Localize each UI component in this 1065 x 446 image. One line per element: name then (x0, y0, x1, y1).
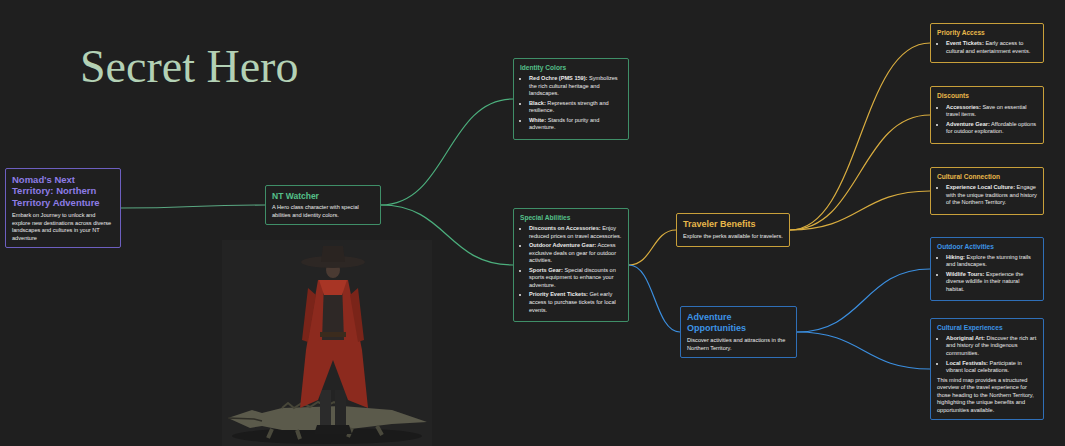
box-heading: Adventure Opportunities (687, 312, 790, 335)
bullet-item: White: Stands for purity and adventure. (529, 117, 622, 132)
bullet-item: Aboriginal Art: Discover the rich art an… (946, 335, 1037, 358)
bullet-list: Aboriginal Art: Discover the rich art an… (937, 335, 1037, 375)
curved-connector (381, 99, 513, 205)
bullet-item: Sports Gear: Special discounts on sports… (529, 267, 622, 290)
bullet-item: Black: Represents strength and resilienc… (529, 100, 622, 115)
hero-coat (300, 280, 368, 408)
box-heading: Special Abilities (520, 214, 622, 222)
curved-connector (790, 115, 930, 230)
crocodile-legs (268, 426, 382, 439)
box-heading: Discounts (937, 92, 1037, 100)
mind-map-box: Cultural ExperiencesAboriginal Art: Disc… (930, 318, 1044, 421)
bullet-item: Red Ochre (PMS 159): Symbolizes the rich… (529, 75, 622, 98)
mind-map-box: NT Watcher A Hero class character with sp… (265, 185, 381, 226)
box-body: A Hero class character with special abil… (272, 204, 374, 219)
mind-map-box: Traveler BenefitsExplore the perks avail… (676, 213, 790, 247)
bullet-item: Experience Local Culture: Engage with th… (946, 184, 1037, 207)
curved-connector (629, 265, 680, 332)
curved-connector (790, 191, 930, 230)
hero-leg (320, 390, 331, 430)
box-heading: Traveler Benefits (683, 219, 783, 230)
mind-map-box: Cultural ConnectionExperience Local Cult… (930, 167, 1044, 215)
mind-map-box: DiscountsAccessories: Save on essential … (930, 86, 1044, 143)
crocodile-scales (282, 402, 342, 408)
bullet-item: Wildlife Tours: Experience the diverse w… (946, 271, 1037, 294)
bullet-list: Event Tickets: Early access to cultural … (937, 40, 1037, 55)
curved-connector (790, 43, 930, 230)
mind-map-box: Priority AccessEvent Tickets: Early acce… (930, 23, 1044, 63)
box-body: This mind map provides a structured over… (937, 377, 1037, 415)
box-body: Discover activities and attractions in t… (687, 337, 790, 352)
box-heading: Nomad's Next Territory: Northern Territo… (12, 174, 114, 210)
hero-belt (320, 332, 346, 337)
bullet-item: Outdoor Adventure Gear: Access exclusive… (529, 242, 622, 265)
bullet-item: Adventure Gear: Affordable options for o… (946, 121, 1037, 136)
mind-map-box: Special AbilitiesDiscounts on Accessorie… (513, 208, 629, 322)
bullet-list: Experience Local Culture: Engage with th… (937, 184, 1037, 207)
curved-connector (797, 332, 930, 369)
bullet-item: Discounts on Accessories: Enjoy reduced … (529, 225, 622, 240)
mind-map-box: Identity ColorsRed Ochre (PMS 159): Symb… (513, 58, 629, 140)
bullet-item: Accessories: Save on essential travel it… (946, 104, 1037, 119)
box-body: Explore the perks available for traveler… (683, 233, 783, 241)
curved-connector (121, 205, 265, 208)
crocodile-jaw (228, 418, 262, 421)
illustration-ground (222, 240, 432, 446)
box-heading: Cultural Experiences (937, 324, 1037, 332)
mind-map-box: Outdoor ActivitiesHiking: Explore the st… (930, 237, 1044, 302)
hero-arms (302, 288, 364, 342)
box-heading: NT Watcher (272, 191, 374, 202)
bullet-item: Hiking: Explore the stunning trails and … (946, 254, 1037, 269)
bullet-list: Hiking: Explore the stunning trails and … (937, 254, 1037, 294)
bullet-list: Red Ochre (PMS 159): Symbolizes the rich… (520, 75, 622, 132)
curved-connector (629, 230, 676, 265)
bullet-item: Priority Event Tickets: Get early access… (529, 291, 622, 314)
box-heading: Identity Colors (520, 64, 622, 72)
hero-scarf (319, 280, 347, 295)
box-heading: Priority Access (937, 29, 1037, 37)
box-heading: Cultural Connection (937, 173, 1037, 181)
bullet-list: Accessories: Save on essential travel it… (937, 104, 1037, 136)
page-title: Secret Hero (80, 40, 298, 93)
box-body: Embark on Journey to unlock and explore … (12, 212, 114, 242)
hero-leg (335, 390, 346, 430)
bullet-item: Local Festivals: Participate in vibrant … (946, 360, 1037, 375)
mind-map-box: Nomad's Next Territory: Northern Territo… (5, 168, 121, 249)
curved-connector (797, 269, 930, 332)
hero-illustration (222, 240, 432, 446)
hero-boots (314, 425, 352, 434)
bullet-item: Event Tickets: Early access to cultural … (946, 40, 1037, 55)
bullet-list: Discounts on Accessories: Enjoy reduced … (520, 225, 622, 314)
box-heading: Outdoor Activities (937, 243, 1037, 251)
hero-hat-crown (321, 246, 345, 262)
mind-map-box: Adventure OpportunitiesDiscover activiti… (680, 306, 797, 359)
